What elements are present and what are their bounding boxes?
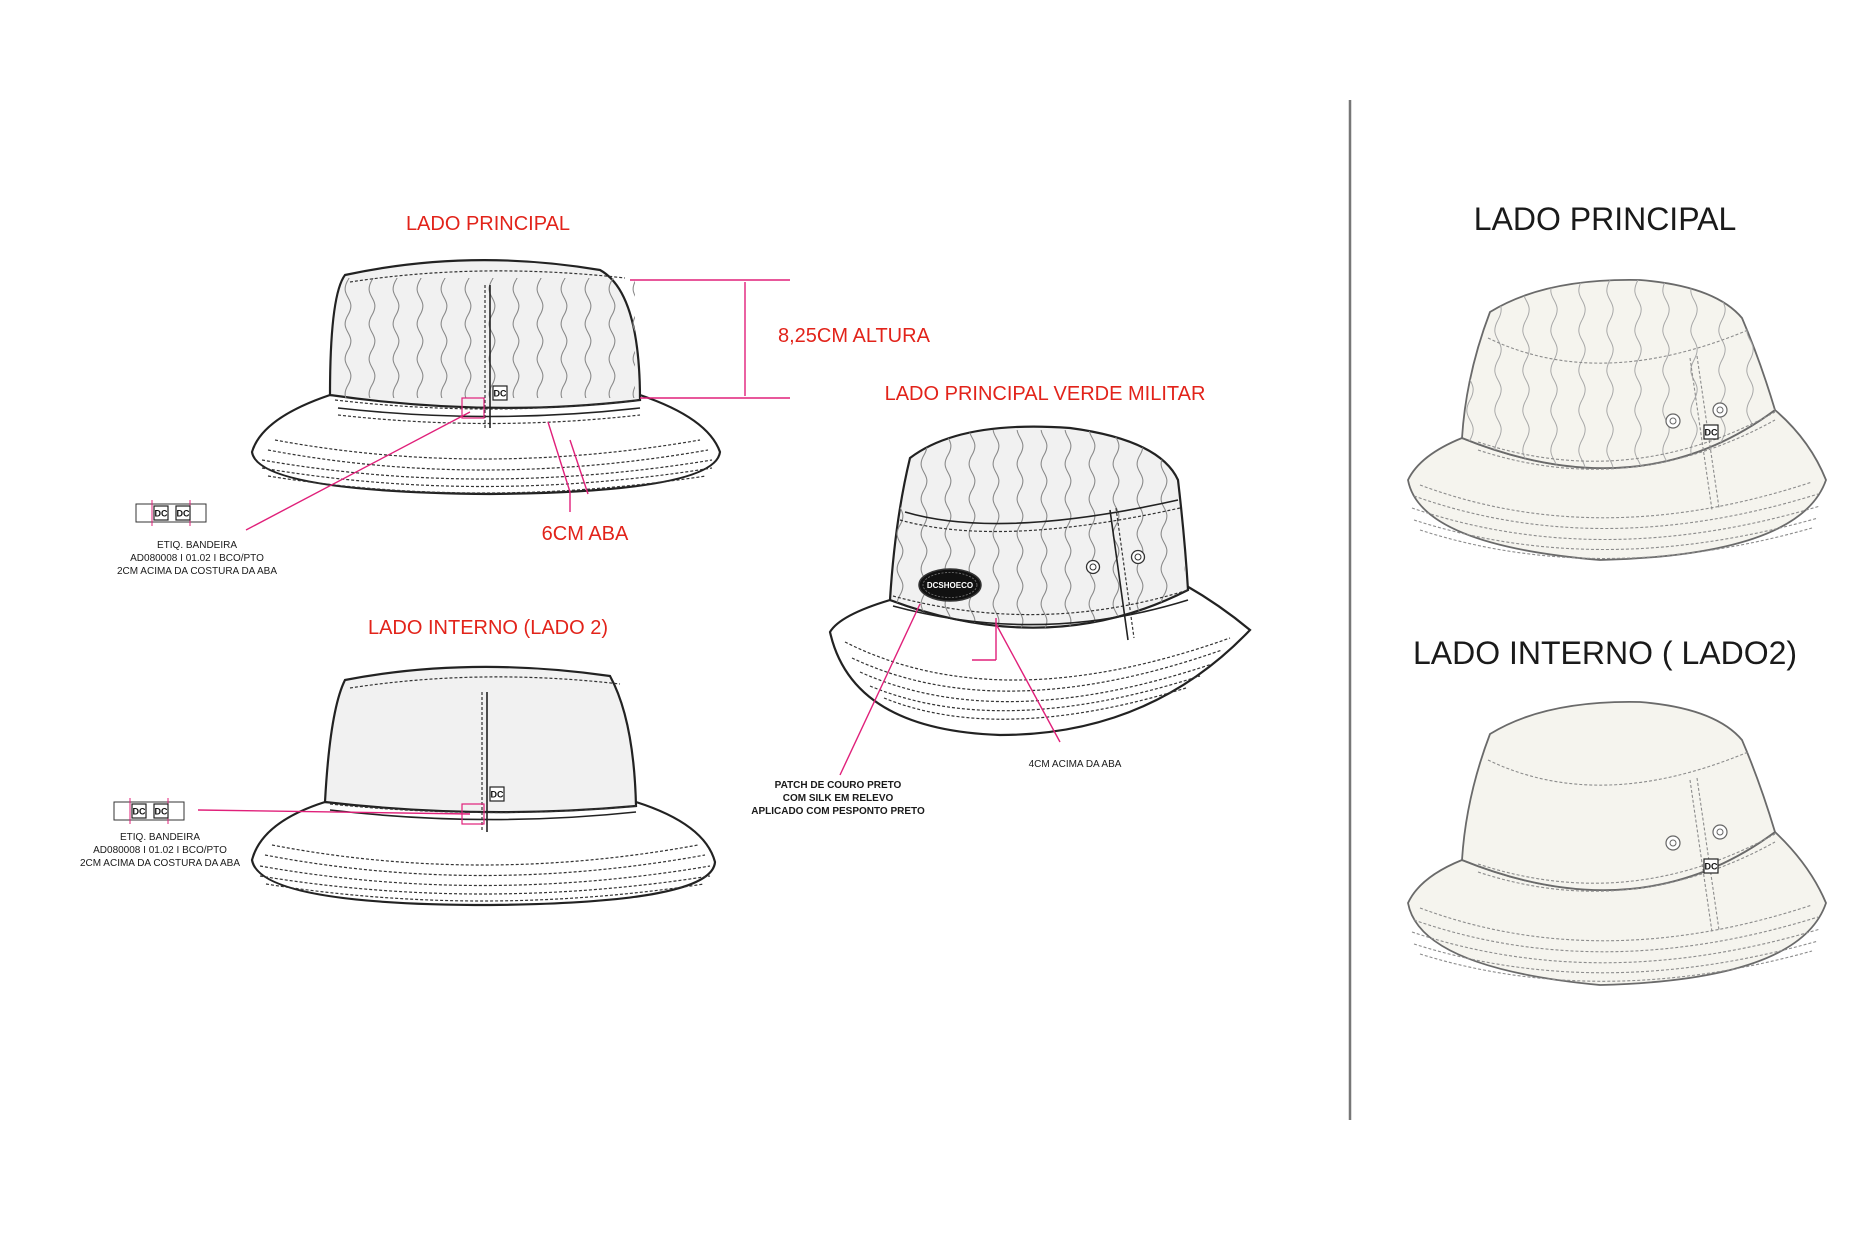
hat-main-palette <box>1407 279 1827 561</box>
dc-logo-icon <box>153 803 169 819</box>
grommet-icon <box>1712 824 1728 840</box>
dim-height-label: 8,25CM ALTURA <box>778 325 931 347</box>
hat-inner-technical <box>250 665 717 907</box>
dc-logo-icon <box>489 786 505 802</box>
grommet-icon <box>1665 835 1681 851</box>
leather-patch-icon: DCSHOECO <box>918 568 982 602</box>
dim-brim-label: 6CM ABA <box>542 523 629 545</box>
dc-logo-icon <box>131 803 147 819</box>
patch-callout <box>839 603 1061 776</box>
grommet-icon <box>1712 402 1728 418</box>
palette-title-interno: LADO INTERNO ( LADO2) <box>1413 635 1797 671</box>
grommet-icon <box>1085 559 1101 575</box>
dimension-height <box>630 279 790 399</box>
grommet-icon <box>1665 413 1681 429</box>
dimension-brim <box>547 421 589 512</box>
above-brim-note: 4CM ACIMA DA ABA <box>1029 759 1122 770</box>
flag-label-callout-2 <box>113 798 485 825</box>
label2-line2: AD080008 I 01.02 I BCO/PTO <box>93 845 227 856</box>
label1-line3: 2CM ACIMA DA COSTURA DA ABA <box>117 566 277 577</box>
label1-line1: ETIQ. BANDEIRA <box>157 540 237 551</box>
dc-logo-icon <box>492 385 508 401</box>
patch-text: DCSHOECO <box>927 581 973 590</box>
title-lado-principal: LADO PRINCIPAL <box>406 213 570 235</box>
label1-line2: AD080008 I 01.02 I BCO/PTO <box>130 553 264 564</box>
label2-line3: 2CM ACIMA DA COSTURA DA ABA <box>80 858 240 869</box>
patch-note-line1: PATCH DE COURO PRETO <box>775 780 902 791</box>
palette-title-principal: LADO PRINCIPAL <box>1474 201 1737 237</box>
label2-line1: ETIQ. BANDEIRA <box>120 832 200 843</box>
hat-main-technical <box>250 259 722 496</box>
hat-green-technical: DCSHOECO <box>828 425 1252 737</box>
grommet-icon <box>1130 549 1146 565</box>
dc-logo-icon <box>153 505 169 521</box>
title-verde-militar: LADO PRINCIPAL VERDE MILITAR <box>885 383 1206 405</box>
hat-inner-palette <box>1407 701 1827 986</box>
patch-note-line2: COM SILK EM RELEVO <box>783 793 894 804</box>
dc-logo-icon <box>1703 424 1719 440</box>
dc-logo-icon <box>1703 858 1719 874</box>
title-lado-interno: LADO INTERNO (LADO 2) <box>368 617 608 639</box>
flag-label-callout-1 <box>135 397 485 531</box>
dc-logo-icon <box>175 505 191 521</box>
patch-note-line3: APLICADO COM PESPONTO PRETO <box>751 806 925 817</box>
